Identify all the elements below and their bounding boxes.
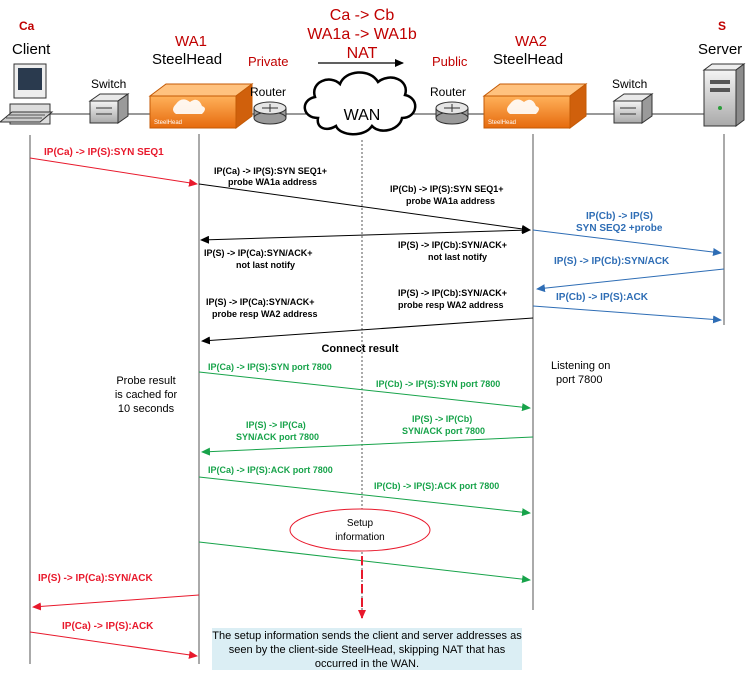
wa2-tag: WA2 xyxy=(515,33,547,50)
arrow-server-synack xyxy=(536,268,725,293)
arrow-client-syn xyxy=(29,157,198,187)
router-right-icon xyxy=(435,101,469,125)
router-left-label: Router xyxy=(250,85,286,99)
switch-right-label: Switch xyxy=(612,77,647,91)
server-title: Server xyxy=(698,41,742,58)
switch-left-icon xyxy=(88,93,130,124)
msg-port-ack-2: IP(Cb) -> IP(S):ACK port 7800 xyxy=(374,481,499,491)
switch-left-label: Switch xyxy=(91,77,126,91)
steelhead-wa2-title: SteelHead xyxy=(493,51,563,68)
arrow-wa1-probe xyxy=(198,183,531,233)
msg-notify-2b: not last notify xyxy=(428,252,487,262)
connect-result-label: Connect result xyxy=(321,343,398,355)
msg-wa2-ack: IP(Cb) -> IP(S):ACK xyxy=(556,292,649,303)
msg-probe-1a: IP(Ca) -> IP(S):SYN SEQ1+ xyxy=(214,166,327,176)
msg-server-synack: IP(S) -> IP(Cb):SYN/ACK xyxy=(554,256,670,267)
msg-port-synack-1b: SYN/ACK port 7800 xyxy=(402,426,485,436)
msg-port-syn-1: IP(Ca) -> IP(S):SYN port 7800 xyxy=(208,362,332,372)
nat-line-2: WA1a -> WA1b xyxy=(307,26,417,43)
steelhead-wa1-appliance: SteelHead xyxy=(148,83,254,129)
nat-line-1: Ca -> Cb xyxy=(330,7,395,24)
msg-port-synack-2a: IP(S) -> IP(Ca) xyxy=(246,420,306,430)
setup-info-ellipse xyxy=(289,508,431,552)
msg-resp-1a: IP(S) -> IP(Cb):SYN/ACK+ xyxy=(398,288,507,298)
arrow-wa2-syn xyxy=(532,229,722,256)
arrow-wa2-ack xyxy=(532,305,722,324)
wan-cloud-icon xyxy=(303,71,417,136)
msg-notify-2a: IP(S) -> IP(Cb):SYN/ACK+ xyxy=(398,240,507,250)
msg-probe-1b: probe WA1a address xyxy=(228,177,317,187)
msg-client-syn: IP(Ca) -> IP(S):SYN SEQ1 xyxy=(44,147,164,158)
msg-port-ack-1: IP(Ca) -> IP(S):ACK port 7800 xyxy=(208,465,333,475)
setup-info-line-2: information xyxy=(335,532,384,543)
msg-resp-2a: IP(S) -> IP(Ca):SYN/ACK+ xyxy=(206,297,315,307)
router-left-icon xyxy=(253,101,287,125)
probe-cache-line-3: 10 seconds xyxy=(118,403,175,415)
msg-client-synack: IP(S) -> IP(Ca):SYN/ACK xyxy=(38,573,154,584)
msg-notify-1b: not last notify xyxy=(236,260,295,270)
arrow-not-last-notify xyxy=(200,226,531,244)
msg-probe-2a: IP(Cb) -> IP(S):SYN SEQ1+ xyxy=(390,184,504,194)
arrow-client-ack xyxy=(29,631,198,659)
appliance-brand-label: SteelHead xyxy=(488,120,516,126)
ca-tag: Ca xyxy=(19,19,35,33)
server-tower-icon xyxy=(702,63,746,127)
s-tag: S xyxy=(718,19,726,33)
client-title: Client xyxy=(12,41,51,58)
router-right-label: Router xyxy=(430,85,466,99)
arrow-port-synack xyxy=(201,436,534,456)
private-label: Private xyxy=(248,54,288,69)
msg-port-syn-2: IP(Cb) -> IP(S):SYN port 7800 xyxy=(376,379,500,389)
setup-note-box: The setup information sends the client a… xyxy=(212,628,522,670)
client-computer-icon xyxy=(0,63,54,125)
arrow-probe-resp xyxy=(201,317,534,345)
steelhead-wa2-appliance: SteelHead xyxy=(482,83,588,129)
msg-port-synack-2b: SYN/ACK port 7800 xyxy=(236,432,319,442)
msg-notify-1a: IP(S) -> IP(Ca):SYN/ACK+ xyxy=(204,248,313,258)
public-label: Public xyxy=(432,54,468,69)
msg-port-synack-1a: IP(S) -> IP(Cb) xyxy=(412,414,472,424)
msg-resp-2b: probe resp WA2 address xyxy=(212,309,318,319)
msg-client-ack: IP(Ca) -> IP(S):ACK xyxy=(62,621,154,632)
setup-info-line-1: Setup xyxy=(347,518,374,529)
msg-probe-2b: probe WA1a address xyxy=(406,196,495,206)
listening-line-2: port 7800 xyxy=(556,374,602,386)
steelhead-wa1-title: SteelHead xyxy=(152,51,222,68)
msg-wa2-syn-a: IP(Cb) -> IP(S) xyxy=(586,211,653,222)
appliance-brand-label: SteelHead xyxy=(154,120,182,126)
msg-wa2-syn-b: SYN SEQ2 +probe xyxy=(576,223,663,234)
probe-cache-line-2: is cached for xyxy=(115,389,178,401)
arrow-port-syn xyxy=(198,371,531,412)
nat-line-3: NAT xyxy=(347,45,378,62)
listening-line-1: Listening on xyxy=(551,360,610,372)
probe-cache-line-1: Probe result xyxy=(116,375,175,387)
arrow-setup-info xyxy=(198,541,531,584)
arrow-client-synack xyxy=(32,594,200,611)
switch-right-icon xyxy=(612,93,654,124)
wan-label: WAN xyxy=(344,107,381,124)
wa1-tag: WA1 xyxy=(175,33,207,50)
arrow-port-ack xyxy=(198,476,531,517)
msg-resp-1b: probe resp WA2 address xyxy=(398,300,504,310)
